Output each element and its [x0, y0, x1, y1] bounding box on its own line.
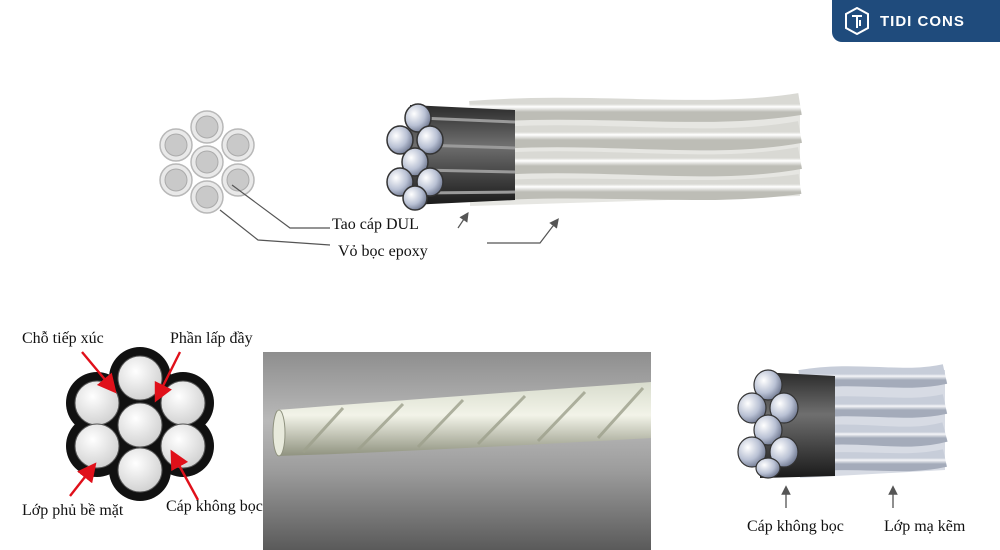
- label-epoxy-coating: Vỏ bọc epoxy: [338, 243, 428, 260]
- top-leader-lines: [219, 184, 559, 246]
- coated-strand-photo-drawing: [272, 382, 651, 457]
- label-bare-cable-right: Cáp không bọc: [747, 518, 844, 535]
- brand-logo: TIDI CONS: [832, 0, 1000, 42]
- galvanized-cable-illustration: [737, 364, 948, 479]
- label-surface-coating: Lớp phủ bề mặt: [22, 502, 124, 519]
- label-bare-cable-left: Cáp không bọc: [166, 498, 263, 515]
- epoxy-cable-illustration: [386, 93, 802, 211]
- label-zinc-layer: Lớp mạ kẽm: [884, 518, 966, 535]
- epoxy-strand-cross-section: [159, 110, 255, 214]
- coated-strand-photo: [263, 352, 651, 550]
- label-contact-point: Chỗ tiếp xúc: [22, 330, 104, 347]
- tidi-cons-logo-icon: [845, 7, 869, 35]
- bottom-right-leader-lines: [781, 485, 898, 508]
- red-arrows: [69, 351, 200, 501]
- brand-name: TIDI CONS: [880, 12, 965, 30]
- label-dul-strand: Tao cáp DUL: [332, 216, 419, 233]
- label-fill-part: Phần lấp đầy: [170, 330, 253, 347]
- coated-strand-cross-section: [66, 347, 214, 501]
